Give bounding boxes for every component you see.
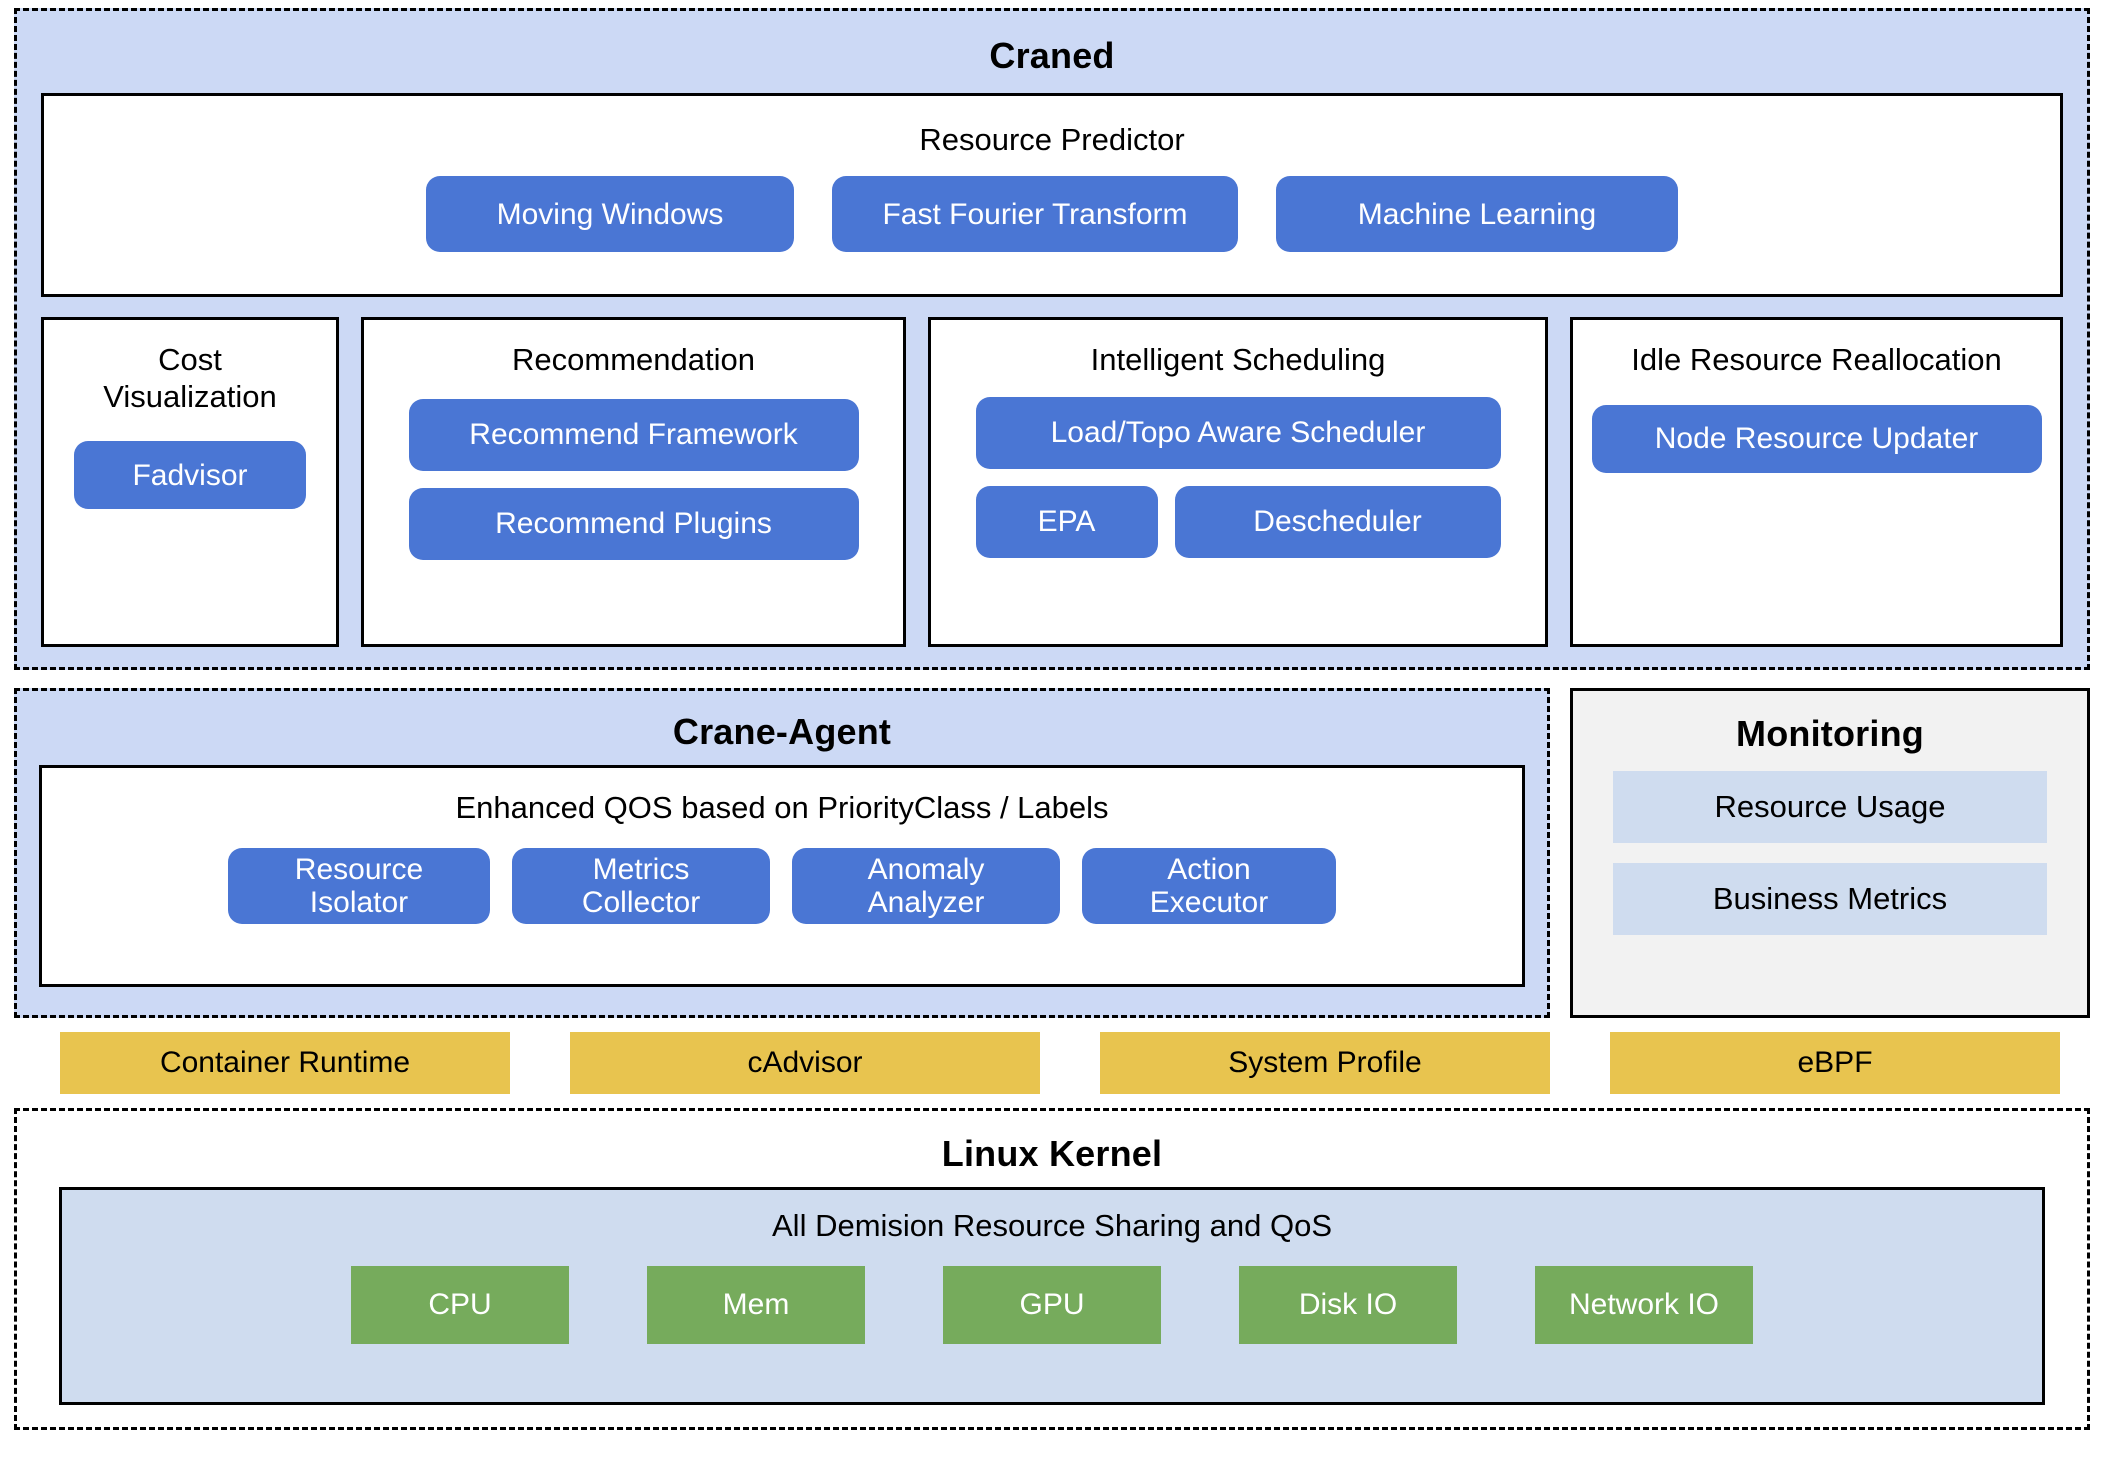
agent-item-metrics-collector[interactable]: Metrics Collector <box>512 848 770 924</box>
idle-resource-reallocation-panel: Idle Resource Reallocation Node Resource… <box>1570 317 2063 647</box>
scheduling-item-descheduler[interactable]: Descheduler <box>1174 485 1501 558</box>
intelligent-scheduling-panel: Intelligent Scheduling Load/Topo Aware S… <box>928 317 1548 647</box>
recommendation-title: Recommendation <box>512 342 755 377</box>
intelligent-scheduling-items: Load/Topo Aware Scheduler EPA Deschedule… <box>931 396 1545 558</box>
kernel-subtitle: All Demision Resource Sharing and QoS <box>772 1208 1332 1243</box>
runtime-band: Container Runtime cAdvisor System Profil… <box>14 1032 2090 1094</box>
resource-predictor-title: Resource Predictor <box>919 122 1185 157</box>
runtime-item-ebpf[interactable]: eBPF <box>1610 1032 2060 1094</box>
monitoring-item-business-metrics[interactable]: Business Metrics <box>1613 863 2047 935</box>
scheduling-item-load-topo-aware-scheduler[interactable]: Load/Topo Aware Scheduler <box>975 396 1501 469</box>
craned-title: Craned <box>989 35 1115 76</box>
predictor-item-moving-windows[interactable]: Moving Windows <box>426 176 794 252</box>
recommendation-item-framework[interactable]: Recommend Framework <box>408 398 859 471</box>
recommendation-items: Recommend Framework Recommend Plugins <box>364 398 903 560</box>
monitoring-title: Monitoring <box>1736 713 1924 754</box>
craned-section: Craned Resource Predictor Moving Windows… <box>14 8 2090 670</box>
crane-agent-section: Crane-Agent Enhanced QOS based on Priori… <box>14 688 1550 1018</box>
resource-predictor-panel: Resource Predictor Moving Windows Fast F… <box>41 93 2063 297</box>
intelligent-scheduling-title: Intelligent Scheduling <box>1090 342 1386 377</box>
kernel-resource-mem[interactable]: Mem <box>647 1266 865 1344</box>
scheduling-item-epa[interactable]: EPA <box>975 485 1158 558</box>
predictor-item-fast-fourier-transform[interactable]: Fast Fourier Transform <box>832 176 1238 252</box>
crane-agent-items: Resource Isolator Metrics Collector Anom… <box>42 848 1522 924</box>
recommendation-item-plugins[interactable]: Recommend Plugins <box>408 487 859 560</box>
monitoring-item-resource-usage[interactable]: Resource Usage <box>1613 771 2047 843</box>
idle-resource-reallocation-title: Idle Resource Reallocation <box>1631 342 2002 377</box>
resource-predictor-items: Moving Windows Fast Fourier Transform Ma… <box>44 176 2060 252</box>
monitoring-section: Monitoring Resource Usage Business Metri… <box>1570 688 2090 1018</box>
cost-visualization-title-line1: Cost <box>158 342 222 377</box>
kernel-resource-sharing-panel: All Demision Resource Sharing and QoS CP… <box>59 1187 2045 1405</box>
cost-visualization-title: Cost Visualization <box>44 320 336 415</box>
agent-item-resource-isolator[interactable]: Resource Isolator <box>228 848 490 924</box>
cost-visualization-title-line2: Visualization <box>103 378 277 414</box>
crane-agent-title: Crane-Agent <box>672 711 892 752</box>
predictor-item-machine-learning[interactable]: Machine Learning <box>1276 176 1678 252</box>
agent-item-action-executor[interactable]: Action Executor <box>1082 848 1336 924</box>
linux-kernel-title: Linux Kernel <box>941 1133 1163 1174</box>
cost-item-fadvisor[interactable]: Fadvisor <box>74 441 306 510</box>
scheduling-item-row: EPA Descheduler <box>975 485 1501 558</box>
enhanced-qos-title: Enhanced QOS based on PriorityClass / La… <box>455 790 1109 825</box>
recommendation-panel: Recommendation Recommend Framework Recom… <box>361 317 906 647</box>
kernel-resource-network-io[interactable]: Network IO <box>1535 1266 1753 1344</box>
kernel-resource-gpu[interactable]: GPU <box>943 1266 1161 1344</box>
cost-visualization-panel: Cost Visualization Fadvisor <box>41 317 339 647</box>
agent-item-anomaly-analyzer[interactable]: Anomaly Analyzer <box>792 848 1060 924</box>
craned-feature-panels: Cost Visualization Fadvisor Recommendati… <box>41 317 2063 647</box>
kernel-resource-disk-io[interactable]: Disk IO <box>1239 1266 1457 1344</box>
runtime-item-system-profile[interactable]: System Profile <box>1100 1032 1550 1094</box>
enhanced-qos-panel: Enhanced QOS based on PriorityClass / La… <box>39 765 1525 987</box>
runtime-item-cadvisor[interactable]: cAdvisor <box>570 1032 1040 1094</box>
linux-kernel-section: Linux Kernel All Demision Resource Shari… <box>14 1108 2090 1430</box>
idle-item-node-resource-updater[interactable]: Node Resource Updater <box>1591 404 2042 473</box>
kernel-resource-items: CPU Mem GPU Disk IO Network IO <box>62 1266 2042 1344</box>
agent-and-monitoring-band: Crane-Agent Enhanced QOS based on Priori… <box>14 688 2090 1018</box>
runtime-item-container-runtime[interactable]: Container Runtime <box>60 1032 510 1094</box>
kernel-resource-cpu[interactable]: CPU <box>351 1266 569 1344</box>
